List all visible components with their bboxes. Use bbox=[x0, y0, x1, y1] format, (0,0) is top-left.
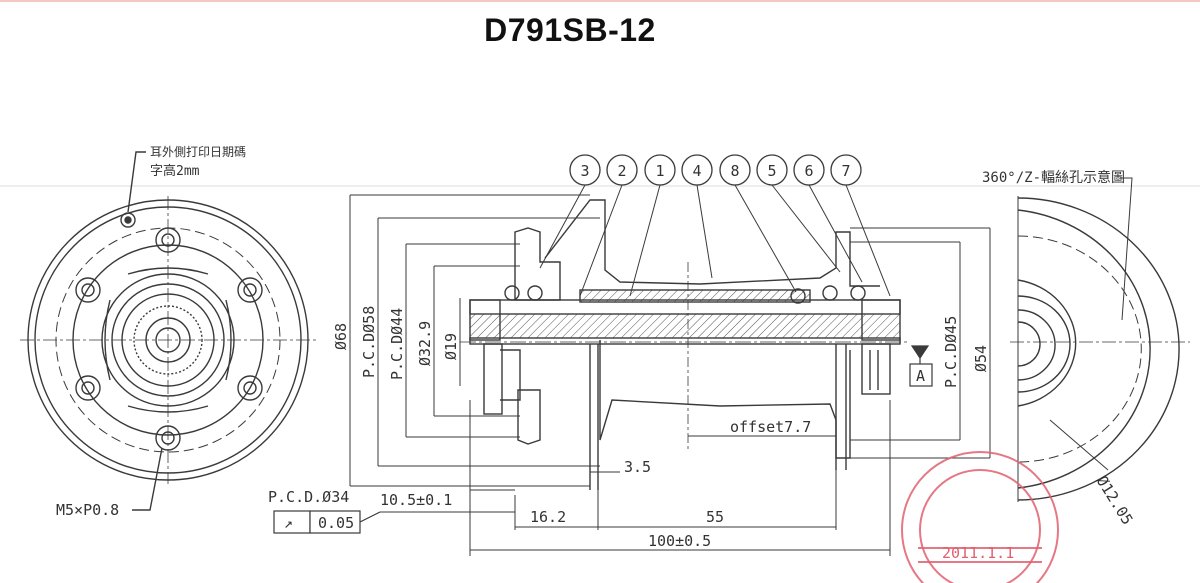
runout-symbol: ↗ bbox=[284, 514, 293, 532]
balloon-7: 7 bbox=[841, 162, 850, 180]
dim-pcd45: P.C.DØ45 bbox=[942, 316, 960, 388]
dim-d329: Ø32.9 bbox=[416, 321, 434, 366]
horizontal-dimensions bbox=[380, 400, 891, 556]
left-note-line2: 字高2mm bbox=[150, 163, 200, 179]
stamp-date: 2011.1.1 bbox=[942, 544, 1014, 562]
balloon-8: 8 bbox=[730, 162, 739, 180]
balloon-leaders bbox=[539, 184, 891, 297]
left-flange-view bbox=[20, 151, 316, 511]
dim-d68: Ø68 bbox=[332, 323, 350, 350]
balloon-4: 4 bbox=[692, 162, 701, 180]
balloon-1: 1 bbox=[655, 162, 664, 180]
dim-16-2: 16.2 bbox=[530, 508, 566, 526]
datum-a bbox=[909, 345, 933, 387]
dim-d54: Ø54 bbox=[972, 345, 990, 372]
balloon-6: 6 bbox=[804, 162, 813, 180]
balloon-3: 3 bbox=[580, 162, 589, 180]
drawing-title: D791SB-12 bbox=[484, 12, 656, 48]
runout-frame bbox=[273, 510, 381, 534]
runout-value: 0.05 bbox=[318, 514, 354, 532]
dim-offset: offset7.7 bbox=[730, 418, 811, 436]
balloon-2: 2 bbox=[617, 162, 626, 180]
pcd34-label: P.C.D.Ø34 bbox=[268, 488, 349, 506]
left-note-line1: 耳外側打印日期碼 bbox=[150, 145, 246, 159]
dim-pcd58: P.C.DØ58 bbox=[360, 306, 378, 378]
dim-3-5: 3.5 bbox=[624, 458, 651, 476]
vertical-dimensions bbox=[349, 194, 991, 487]
dim-pcd44: P.C.DØ44 bbox=[388, 308, 406, 380]
top-rule bbox=[0, 0, 1200, 2]
dim-55: 55 bbox=[706, 508, 724, 526]
right-partial-view bbox=[1010, 177, 1190, 502]
right-note: 360°/Z-輻絲孔示意圖 bbox=[982, 169, 1125, 186]
thread-label: M5×P0.8 bbox=[56, 501, 119, 519]
dim-d12-05: Ø12.05 bbox=[1093, 473, 1137, 528]
approval-stamp bbox=[901, 451, 1059, 583]
dim-d19: Ø19 bbox=[442, 333, 460, 360]
datum-label: A bbox=[916, 367, 925, 385]
balloon-5: 5 bbox=[767, 162, 776, 180]
part-balloons bbox=[569, 154, 862, 186]
dim-100: 100±0.5 bbox=[648, 532, 711, 550]
dim-10-5: 10.5±0.1 bbox=[380, 491, 452, 509]
hub-section-view bbox=[460, 199, 910, 490]
